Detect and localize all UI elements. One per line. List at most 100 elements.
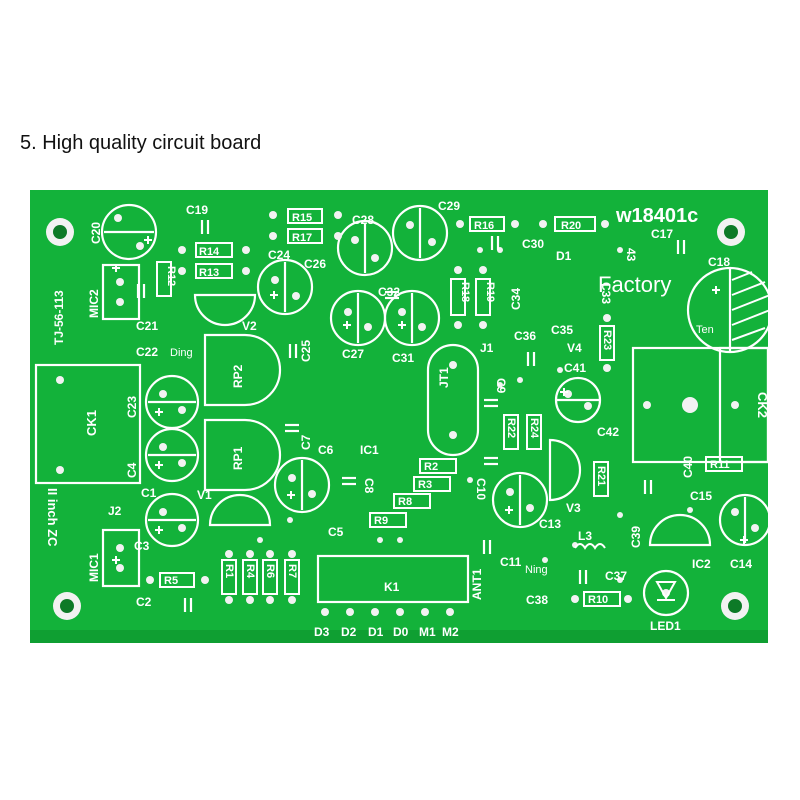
component-label: CK2 [755, 392, 770, 418]
pin-label: M1 [419, 625, 436, 639]
component-label: V3 [566, 501, 581, 515]
component-label: C41 [564, 361, 586, 375]
component-label: C42 [597, 425, 619, 439]
inductor-symbol [574, 543, 606, 550]
component-label: R21 [595, 466, 607, 486]
component-label: R4 [244, 564, 256, 579]
component-label: C37 [605, 569, 627, 583]
component-label: C21 [136, 319, 158, 333]
component-label: R3 [418, 479, 432, 491]
component-label: R5 [164, 575, 178, 587]
component-label: C38 [526, 593, 548, 607]
component-label: V2 [242, 319, 257, 333]
component-label: JT1 [437, 367, 451, 388]
component-label: RP2 [231, 364, 245, 388]
component-label: R9 [374, 515, 388, 527]
component-label: C30 [522, 237, 544, 251]
component-label: R2 [424, 461, 438, 473]
component-label: MIC2 [87, 289, 101, 318]
board-substrate [30, 190, 768, 643]
component-label: C39 [629, 526, 643, 548]
component-label: L3 [578, 529, 592, 543]
component-label: R1 [223, 564, 235, 578]
pin-label: D0 [393, 625, 409, 639]
component-label: C34 [509, 288, 523, 310]
component-label: R18 [459, 282, 471, 302]
component-label: IC2 [692, 557, 711, 571]
component-label: C2 [136, 595, 152, 609]
component-label: C5 [328, 525, 344, 539]
component-label: C3 [134, 539, 150, 553]
component-label: R6 [264, 564, 276, 578]
component-label: IC1 [360, 443, 379, 457]
component-label: R15 [292, 212, 312, 224]
watermark-factory: Factory [598, 272, 671, 297]
bottom-pin-labels: D3 D2 D1 D0 M1 M2 [314, 625, 459, 639]
component-label: C9 [494, 378, 508, 394]
pin-label: D2 [341, 625, 357, 639]
component-label: CK1 [84, 410, 99, 436]
component-label: J2 [108, 504, 122, 518]
component-label: C18 [708, 255, 730, 269]
component-label: C36 [514, 329, 536, 343]
component-label: R24 [528, 418, 540, 439]
pin-label: M2 [442, 625, 459, 639]
component-label: C20 [89, 222, 103, 244]
component-label: C25 [299, 340, 313, 362]
pin-label: D1 [368, 625, 384, 639]
component-label: LED1 [650, 619, 681, 633]
component-label: R12 [165, 266, 177, 286]
component-label: C8 [362, 478, 376, 494]
component-label: C6 [318, 443, 334, 457]
component-label: 43 [624, 248, 638, 262]
component-label: R10 [588, 594, 608, 606]
component-label: C32 [378, 285, 400, 299]
component-label: C27 [342, 347, 364, 361]
board-id: TJ-56-113 [52, 290, 66, 345]
polarity-marks [112, 236, 748, 564]
component-label: ANT1 [470, 568, 484, 600]
component-label: MIC1 [87, 553, 101, 582]
component-label: V4 [567, 341, 582, 355]
pads [56, 211, 759, 616]
edge-text: II inch ZC [45, 488, 60, 547]
component-label: R11 [710, 459, 730, 471]
component-label: C19 [186, 203, 208, 217]
resistor-outlines [156, 208, 743, 607]
component-label: C40 [681, 456, 695, 478]
component-label: C4 [125, 462, 139, 478]
caption: 5. High quality circuit board [20, 132, 262, 154]
component-label: C31 [392, 351, 414, 365]
component-label: C14 [730, 557, 752, 571]
component-label: C17 [651, 227, 673, 241]
led-symbol [655, 581, 677, 601]
pin-label: D3 [314, 625, 330, 639]
component-label: R22 [505, 418, 517, 438]
component-label: D1 [556, 249, 572, 263]
component-label: C26 [304, 257, 326, 271]
component-label: C11 [500, 555, 522, 569]
component-label: C1 [141, 486, 157, 500]
component-label: R17 [292, 232, 312, 244]
component-label: C33 [599, 282, 613, 304]
component-label: R16 [474, 220, 494, 232]
mounting-holes [46, 218, 749, 620]
component-label: R23 [601, 330, 613, 350]
component-label: K1 [384, 580, 400, 594]
component-labels: C20 C19 R15 R17 C28 C29 R16 R20 C30 D1 4… [84, 199, 770, 633]
component-label: R8 [398, 496, 412, 508]
board-marking: w18401c [615, 205, 698, 227]
board-edge-shade [30, 630, 768, 643]
component-label: C28 [352, 213, 374, 227]
component-label: R13 [199, 267, 219, 279]
component-label: C35 [551, 323, 573, 337]
component-label: J1 [480, 341, 494, 355]
component-label: C7 [299, 434, 313, 450]
component-label: C13 [539, 517, 561, 531]
component-label: C24 [268, 248, 290, 262]
component-label: R19 [484, 282, 496, 302]
watermark-ten: Ten [696, 324, 714, 336]
component-label: C15 [690, 489, 712, 503]
capacitor-symbols [136, 220, 686, 612]
